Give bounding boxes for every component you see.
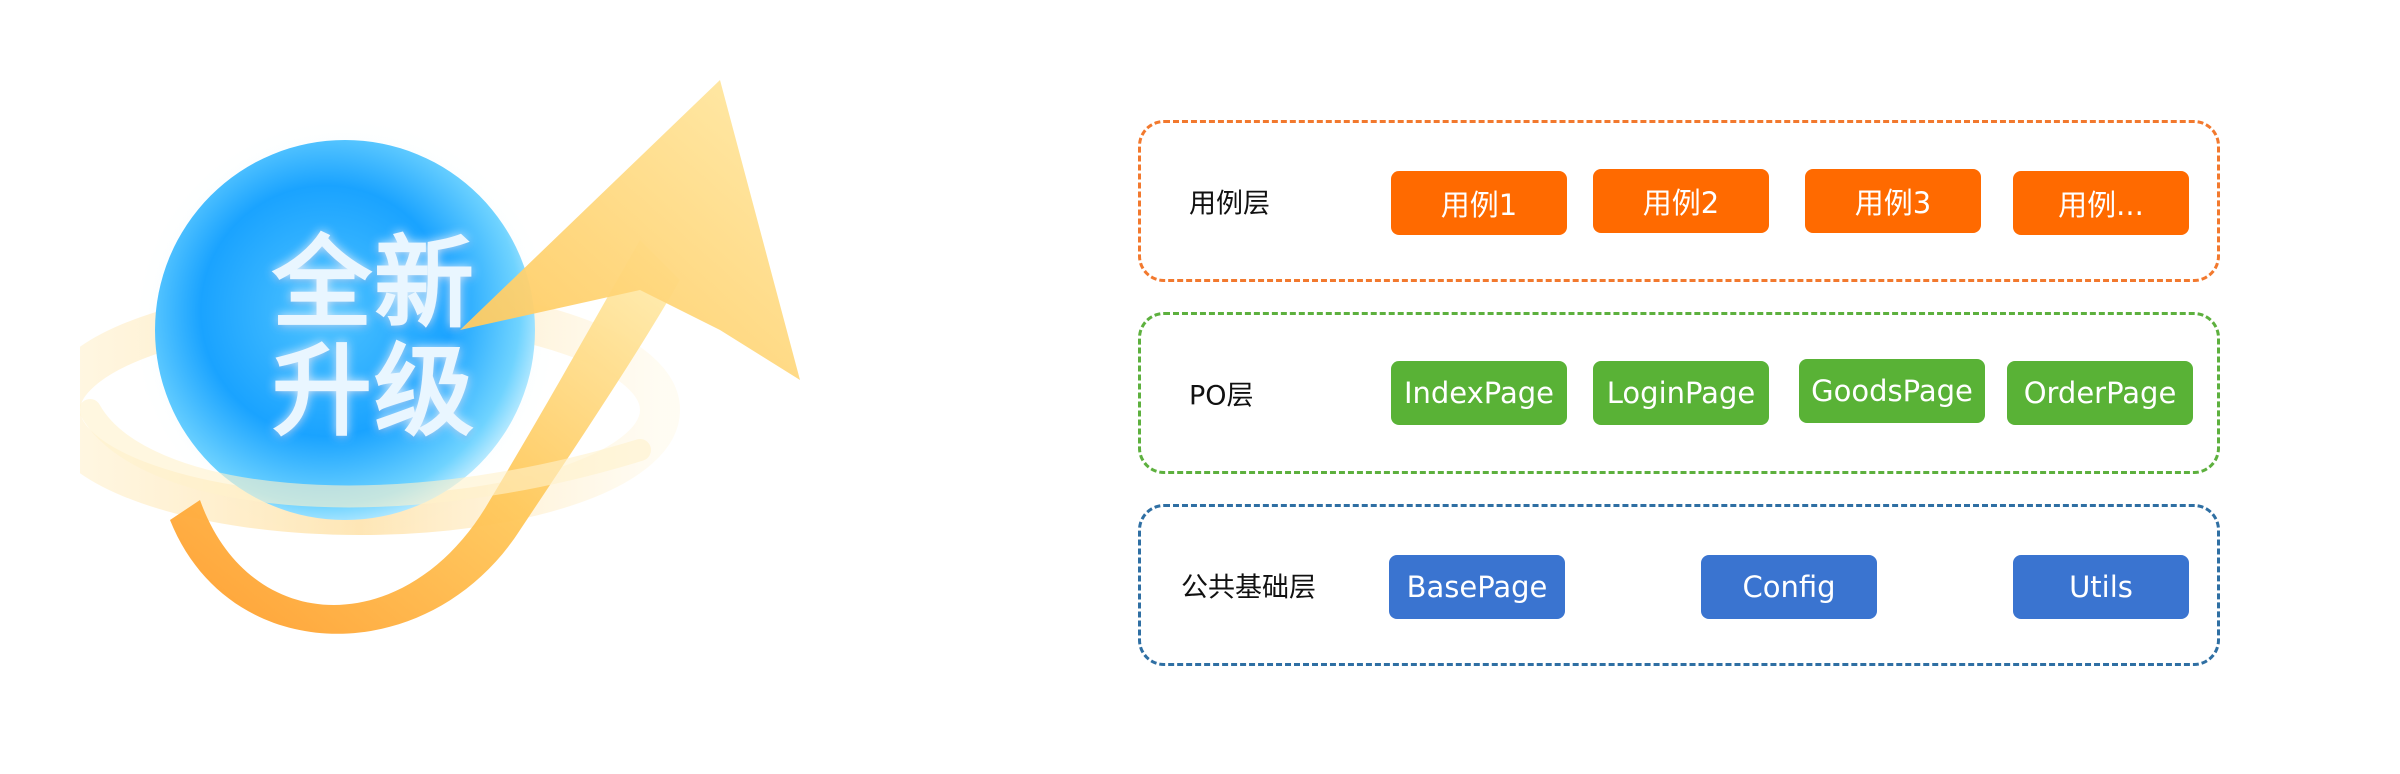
base-chip-basepage: BasePage xyxy=(1389,555,1565,619)
upgrade-graphic xyxy=(80,80,800,634)
badge-line-1: 全新 xyxy=(272,225,476,342)
case-layer-label: 用例层 xyxy=(1189,188,1270,220)
case-chip-2: 用例2 xyxy=(1593,169,1769,233)
base-chip-config: Config xyxy=(1701,555,1877,619)
po-chip-indexpage: IndexPage xyxy=(1391,361,1567,425)
case-chip-more: 用例... xyxy=(2013,171,2189,235)
base-layer: 公共基础层 BasePage Config Utils xyxy=(1138,504,2220,666)
case-chip-1: 用例1 xyxy=(1391,171,1567,235)
arrow-head xyxy=(460,80,800,380)
blue-sphere xyxy=(155,140,535,520)
upgrade-illustration: 全新 升级 xyxy=(80,80,840,680)
base-chip-utils: Utils xyxy=(2013,555,2189,619)
base-layer-label: 公共基础层 xyxy=(1181,572,1316,604)
po-layer-label: PO层 xyxy=(1189,380,1254,412)
badge-text: 全新 升级 xyxy=(272,230,532,446)
po-chip-loginpage: LoginPage xyxy=(1593,361,1769,425)
orbit-ring-front xyxy=(80,399,651,508)
po-chip-orderpage: OrderPage xyxy=(2007,361,2193,425)
badge-line-2: 升级 xyxy=(272,333,476,450)
case-chip-3: 用例3 xyxy=(1805,169,1981,233)
po-chip-goodspage: GoodsPage xyxy=(1799,359,1985,423)
case-layer: 用例层 用例1 用例2 用例3 用例... xyxy=(1138,120,2220,282)
po-layer: PO层 IndexPage LoginPage GoodsPage OrderP… xyxy=(1138,312,2220,474)
